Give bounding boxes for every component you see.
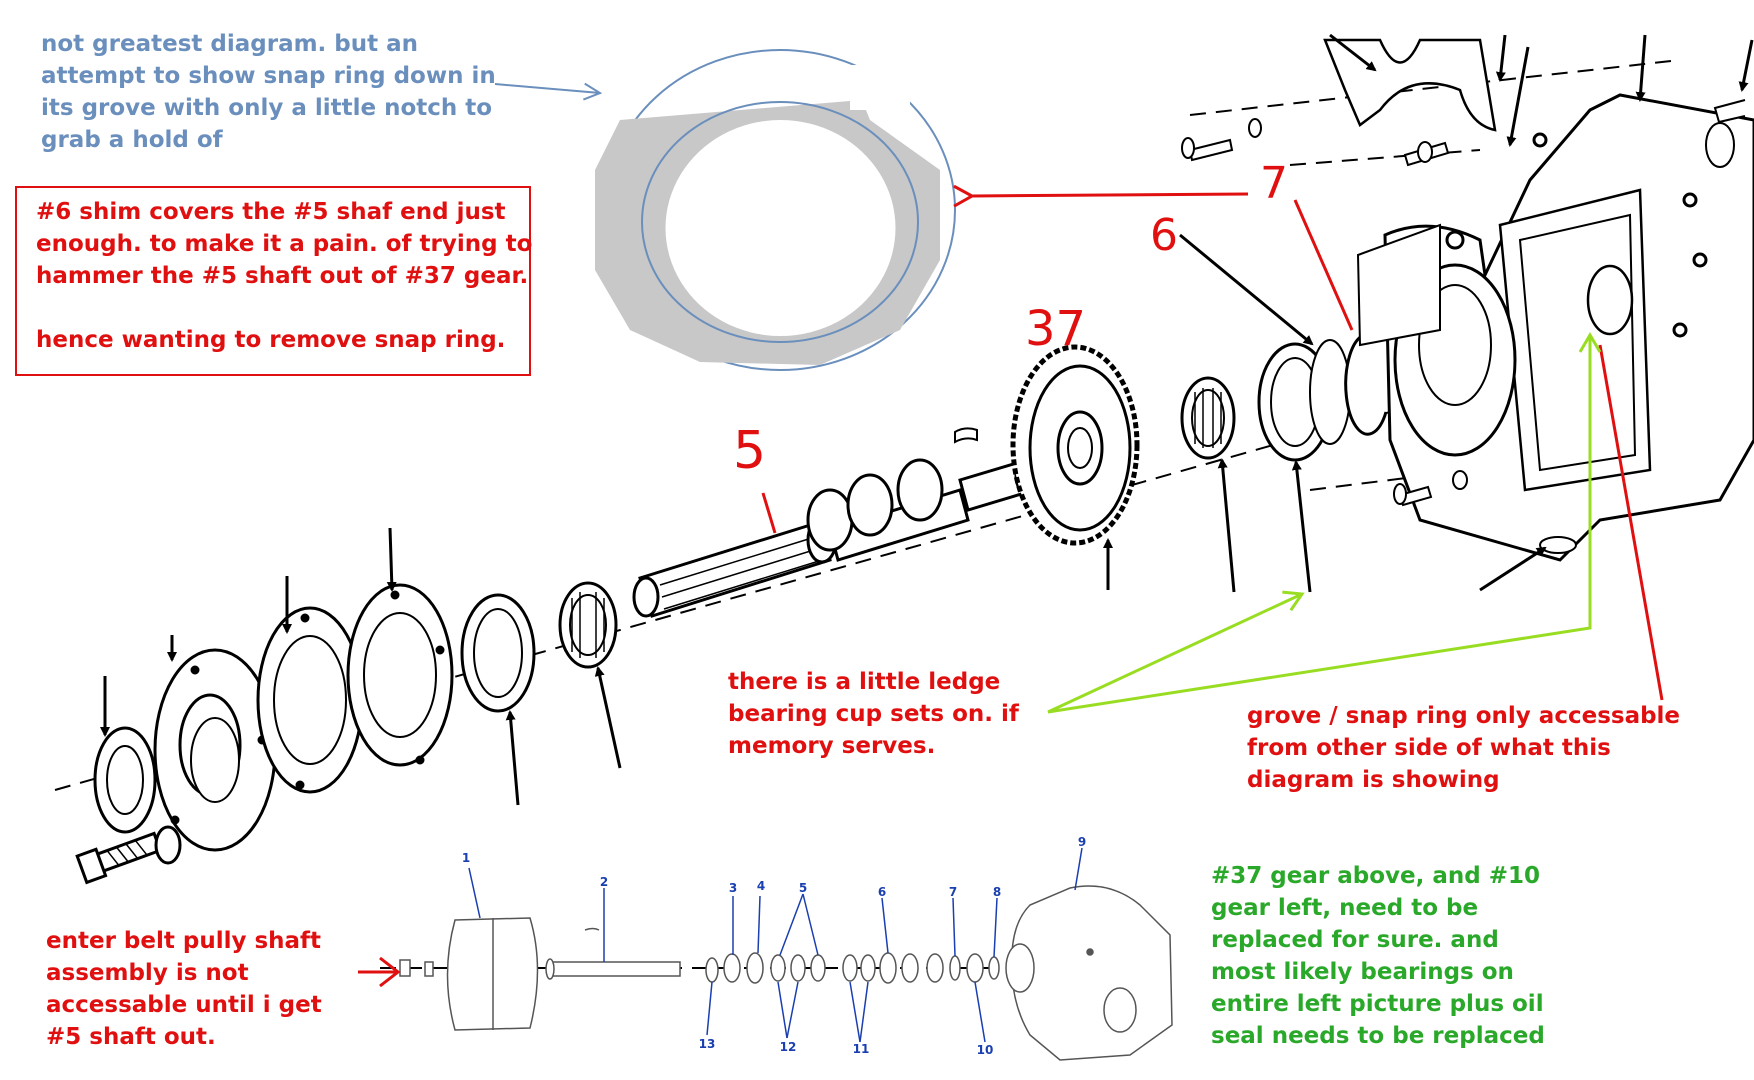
note-line: bearing cup sets on. if (728, 701, 1019, 727)
top-bracket (1323, 38, 1497, 132)
note-line: seal needs to be replaced (1211, 1023, 1545, 1049)
arrow-7-to-ring (972, 194, 1249, 196)
key (954, 427, 978, 444)
note-line: entire left picture plus oil (1211, 991, 1544, 1017)
part-number-7: 7 (949, 885, 957, 899)
part-number-12: 12 (780, 1040, 797, 1054)
note-line: not greatest diagram. but an (41, 31, 419, 57)
belt-arrow (358, 956, 401, 988)
washer (154, 825, 182, 865)
label-5: 5 (733, 421, 766, 481)
leader-arrows (100, 33, 1754, 806)
label-37: 37 (1025, 301, 1086, 357)
part-number-2: 2 (600, 875, 608, 889)
housing-bolts (1181, 99, 1746, 554)
part-number-13: 13 (699, 1037, 716, 1051)
label-6: 6 (1150, 210, 1178, 261)
note-line: diagram is showing (1247, 767, 1500, 793)
label-7: 7 (1260, 158, 1288, 209)
note-line: assembly is not (46, 960, 249, 986)
shaft-5 (632, 458, 1034, 618)
note-belt-pulley: enter belt pully shaft assembly is not a… (46, 925, 322, 1053)
gear-37 (1010, 344, 1140, 546)
small-rings (705, 952, 1000, 984)
red-annotations (761, 194, 1664, 701)
note-line: its grove with only a little notch to (41, 95, 493, 121)
note-grove: grove / snap ring only accessable from o… (1247, 700, 1680, 796)
shim-note-box (15, 186, 531, 376)
note-line: replaced for sure. and (1211, 927, 1499, 953)
note-line: hence wanting to remove snap ring. (36, 327, 506, 353)
note-line (36, 292, 532, 324)
note-line: enter belt pully shaft (46, 928, 322, 954)
part-leaders (468, 847, 1083, 1043)
shim-6 (1309, 339, 1351, 445)
note-line: #6 shim covers the #5 shaf end just (36, 199, 506, 225)
part-number-1: 1 (462, 851, 470, 865)
part-number-5: 5 (799, 881, 807, 895)
note-line: there is a little ledge (728, 669, 1001, 695)
note-ledge: there is a little ledge bearing cup sets… (728, 666, 1019, 762)
gearbox-housing (1356, 93, 1754, 562)
note-line: #5 shaft out. (46, 1024, 216, 1050)
bolt (75, 831, 163, 885)
note-line: #37 gear above, and #10 (1211, 863, 1540, 889)
note-gear-replacement: #37 gear above, and #10 gear left, need … (1211, 860, 1545, 1052)
snap-ring-illustration (595, 49, 956, 371)
part-number-labels: 1 2 3 4 5 6 7 8 9 10 11 12 13 (462, 835, 1086, 1057)
green-annotation-arrows (1047, 332, 1602, 714)
note-line: attempt to show snap ring down in (41, 63, 496, 89)
snap-ring-7 (1344, 332, 1388, 436)
note-line: grove / snap ring only accessable (1247, 703, 1681, 729)
handwritten-labels: 7 6 37 5 (733, 158, 1288, 481)
shaft-2 (549, 961, 681, 977)
part-number-6: 6 (878, 885, 886, 899)
note-line: memory serves. (728, 733, 936, 759)
belt-pulley-assembly (399, 885, 1173, 1061)
part-number-3: 3 (729, 881, 737, 895)
part-number-4: 4 (757, 879, 765, 893)
housing-9 (1005, 885, 1173, 1061)
note-snap-ring-diagram: not greatest diagram. but an attempt to … (41, 28, 496, 156)
note-line: enough. to make it a pain. of trying to (36, 231, 533, 257)
note-line: from other side of what this (1247, 735, 1611, 761)
note-arrow-blue (494, 84, 600, 93)
part-number-10: 10 (977, 1043, 994, 1057)
snap-ring-shape (595, 100, 940, 365)
part-number-8: 8 (993, 885, 1001, 899)
note-line: grab a hold of (41, 127, 223, 153)
part-number-9: 9 (1078, 835, 1086, 849)
note-line: accessable until i get (46, 992, 322, 1018)
upper-exploded-parts (75, 38, 1754, 885)
note-line: most likely bearings on (1211, 959, 1514, 985)
note-shim: #6 shim covers the #5 shaf end just enou… (36, 196, 532, 356)
note-line: gear left, need to be (1211, 895, 1479, 921)
part-number-11: 11 (853, 1042, 870, 1056)
note-line: hammer the #5 shaft out of #37 gear. (36, 263, 529, 289)
